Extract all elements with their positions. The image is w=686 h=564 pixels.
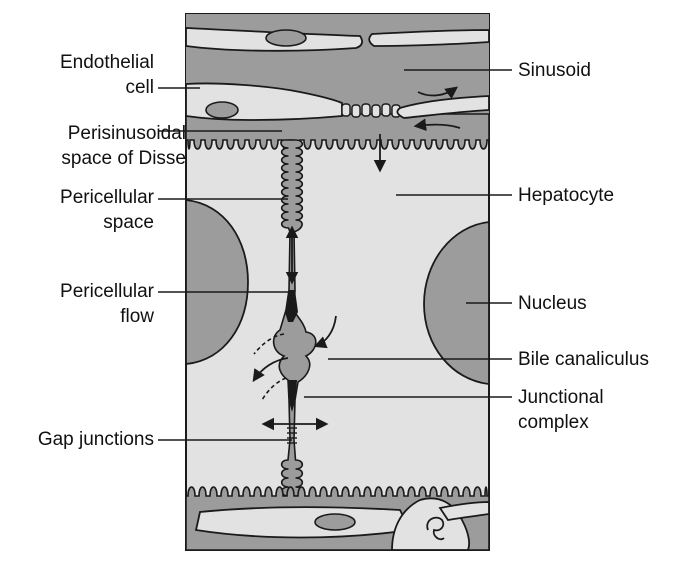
label-sinusoid-line1: Sinusoid xyxy=(518,60,591,81)
fenestra xyxy=(381,103,391,117)
label-perisinusoidal-space: Perisinusoidal space of Disse xyxy=(61,121,186,171)
label-endothelial-cell-line2: cell xyxy=(125,77,154,98)
fenestra xyxy=(351,104,361,118)
fenestra xyxy=(341,103,351,117)
tight-junction-lower xyxy=(288,380,297,412)
bile-inflow-arrow xyxy=(313,315,337,349)
hepatocyte-nucleus-left xyxy=(186,199,249,365)
label-endothelial-cell: Endothelial cell xyxy=(60,50,154,100)
label-bile-canaliculus-line1: Bile canaliculus xyxy=(518,349,649,370)
endothelial-fenestrae xyxy=(341,103,401,118)
label-nucleus: Nucleus xyxy=(518,291,587,316)
label-nucleus-line1: Nucleus xyxy=(518,293,587,314)
kupffer-cell-nucleus xyxy=(426,516,445,541)
bile-outflow-dashed-lower xyxy=(261,377,287,401)
label-gap-junctions: Gap junctions xyxy=(38,427,154,452)
endothelial-cell-right xyxy=(396,95,489,119)
leader-lines xyxy=(158,69,512,441)
endothelial-nucleus xyxy=(205,101,239,119)
label-pericellular-flow-line2: flow xyxy=(120,306,154,327)
label-pericellular-flow-line1: Pericellular xyxy=(60,281,154,302)
bile-outflow-arrow xyxy=(252,357,289,383)
hepatocyte-nucleus-right xyxy=(423,221,489,385)
label-hepatocyte-line1: Hepatocyte xyxy=(518,185,615,206)
label-pericellular-space-line2: space xyxy=(103,212,154,233)
label-perisinusoidal-line2: space of Disse xyxy=(61,148,186,169)
label-junctional-complex-line2: complex xyxy=(518,412,589,433)
fenestra xyxy=(371,104,381,118)
bile-outflow-dashed-upper xyxy=(253,333,285,355)
label-gap-junctions-line1: Gap junctions xyxy=(37,429,154,450)
label-pericellular-space-line1: Pericellular xyxy=(60,187,154,208)
label-junctional-complex: Junctional complex xyxy=(518,385,604,435)
sinusoid-flow-arrow xyxy=(417,86,459,100)
label-junctional-complex-line1: Junctional xyxy=(518,387,604,408)
tight-junction-upper xyxy=(285,290,298,322)
label-pericellular-flow: Pericellular flow xyxy=(60,279,154,329)
endothelial-cell-bottom xyxy=(194,506,412,539)
endothelial-nucleus-top xyxy=(265,29,307,47)
label-bile-canaliculus: Bile canaliculus xyxy=(518,347,649,372)
endothelial-cell-top-right xyxy=(368,29,489,47)
endothelial-cell-bottom-right xyxy=(438,501,489,521)
label-hepatocyte: Hepatocyte xyxy=(518,183,614,208)
label-perisinusoidal-line1: Perisinusoidal xyxy=(67,123,186,144)
label-endothelial-cell-line1: Endothelial xyxy=(59,52,154,73)
sinusoid-back-flow-arrow xyxy=(413,118,461,132)
label-sinusoid: Sinusoid xyxy=(518,58,591,83)
fenestra xyxy=(361,103,371,117)
label-pericellular-space: Pericellular space xyxy=(60,185,154,235)
microvilli-top xyxy=(186,113,489,150)
endothelial-nucleus-bottom xyxy=(314,513,356,531)
